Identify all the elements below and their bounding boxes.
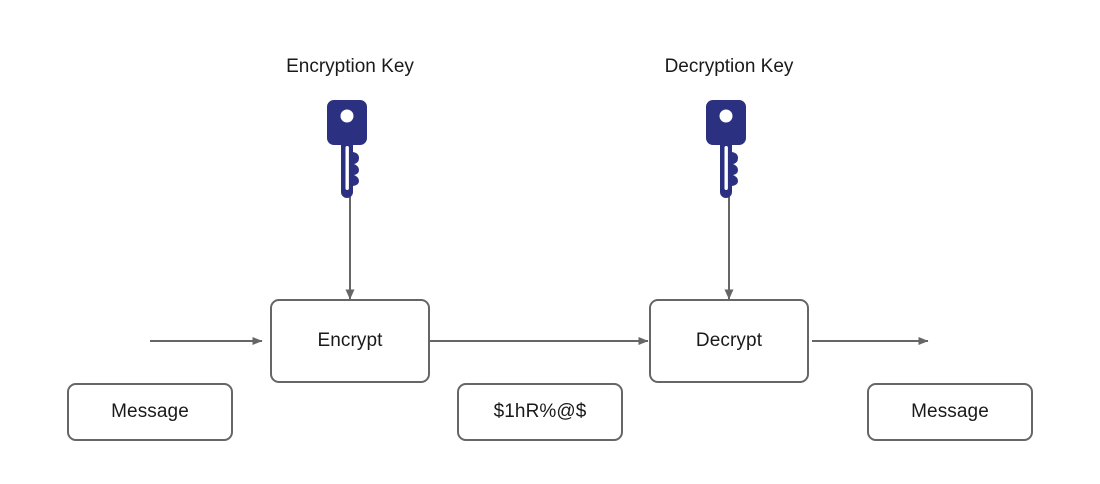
message-input-label: Message (111, 401, 189, 422)
message-output-box[interactable]: Message (867, 383, 1033, 441)
encrypt-box-label: Encrypt (317, 330, 383, 351)
message-input-box[interactable]: Message (67, 383, 233, 441)
encryption-key-label: Encryption Key (286, 56, 414, 77)
ciphertext-label: $1hR%@$ (493, 401, 587, 422)
encrypt-box[interactable]: Encrypt (270, 299, 430, 383)
key-icon (327, 100, 367, 198)
decrypt-box[interactable]: Decrypt (649, 299, 809, 383)
decrypt-box-label: Decrypt (695, 330, 763, 351)
ciphertext-box[interactable]: $1hR%@$ (457, 383, 623, 441)
key-icon (706, 100, 746, 198)
message-output-label: Message (911, 401, 989, 422)
decryption-key-label: Decryption Key (664, 56, 794, 77)
